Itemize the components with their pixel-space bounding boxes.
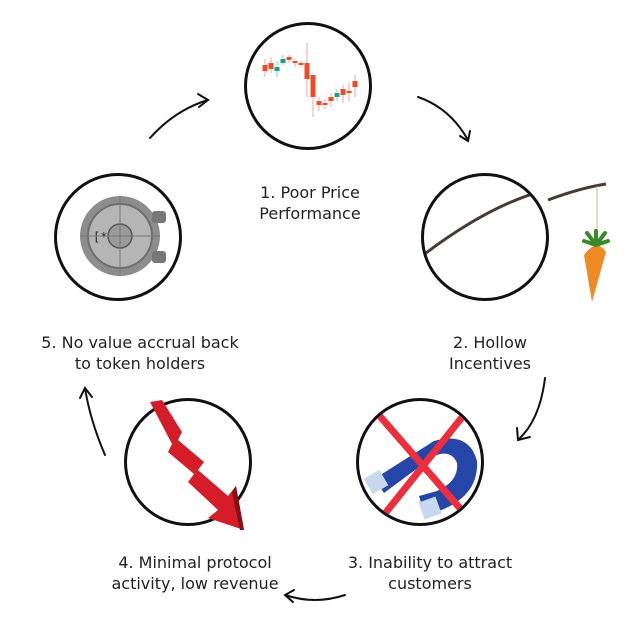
step-4-label-line2: activity, low revenue bbox=[111, 574, 279, 593]
svg-text:[*: [* bbox=[93, 230, 107, 244]
candle-body bbox=[328, 97, 334, 101]
candle-body bbox=[334, 93, 340, 97]
step-1-label: 1. Poor Price Performance bbox=[230, 182, 390, 224]
candle-body bbox=[262, 65, 268, 71]
step-5-label: 5. No value accrual back to token holder… bbox=[20, 332, 260, 374]
candle-body bbox=[268, 63, 274, 69]
candle-body bbox=[340, 89, 346, 95]
step-2-label-line1: 2. Hollow bbox=[453, 333, 527, 352]
step-4-label-line1: 4. Minimal protocol bbox=[118, 553, 272, 572]
candle-body bbox=[298, 63, 304, 65]
candle-body bbox=[352, 81, 358, 87]
step-2-label: 2. Hollow Incentives bbox=[430, 332, 550, 374]
arrow-5-to-1 bbox=[149, 93, 210, 139]
poor-price-circle bbox=[244, 22, 372, 150]
candlestick-chart-icon bbox=[262, 43, 358, 117]
step-4-label: 4. Minimal protocol activity, low revenu… bbox=[95, 552, 295, 594]
candle-body bbox=[286, 57, 292, 60]
candle-body bbox=[322, 103, 328, 105]
arrow-1-to-2 bbox=[417, 96, 471, 143]
step-5-label-line2: to token holders bbox=[74, 354, 206, 373]
candle-body bbox=[274, 67, 280, 71]
step-1-label-line1: 1. Poor Price bbox=[260, 183, 360, 202]
candle-body bbox=[292, 61, 298, 63]
step-3-label-line1: 3. Inability to attract bbox=[347, 553, 513, 572]
step-5-label-line1: 5. No value accrual back bbox=[41, 333, 239, 352]
candle-body bbox=[304, 63, 310, 79]
arrow-2-to-3 bbox=[516, 377, 546, 442]
step-3-label: 3. Inability to attract customers bbox=[325, 552, 535, 594]
arrow-3-to-4 bbox=[283, 589, 346, 603]
crossed-magnet-icon bbox=[363, 403, 478, 523]
candle-body bbox=[346, 91, 352, 93]
candle-body bbox=[280, 59, 286, 63]
value-accrual-circle: [* bbox=[54, 173, 182, 301]
step-3-label-line2: customers bbox=[388, 574, 472, 593]
candle-body bbox=[310, 75, 316, 97]
hollow-incentives-circle bbox=[421, 173, 549, 301]
vault-icon: [* bbox=[80, 196, 166, 276]
step-1-label-line2: Performance bbox=[259, 204, 361, 223]
step-2-label-line2: Incentives bbox=[448, 354, 531, 373]
attract-customers-circle bbox=[356, 398, 484, 526]
candle-body bbox=[316, 101, 322, 105]
arrow-4-to-5 bbox=[79, 386, 106, 456]
